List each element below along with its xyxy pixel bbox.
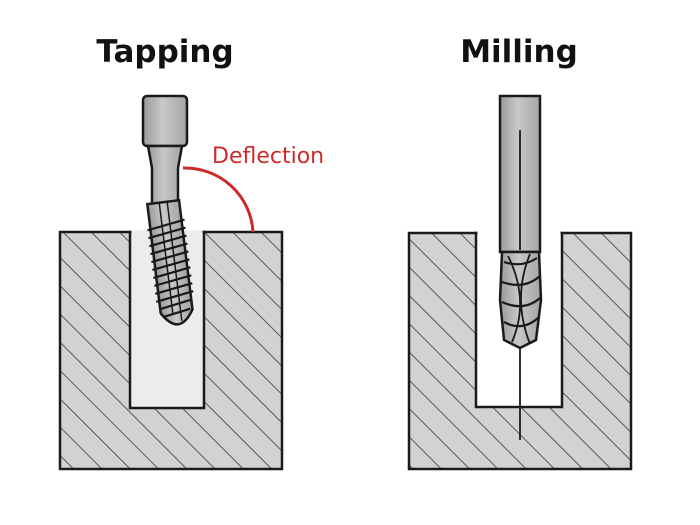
- tapping-panel: Tapping Deflection: [58, 34, 324, 471]
- tapping-title: Tapping: [96, 34, 233, 70]
- tap-tool: [141, 94, 194, 326]
- tap-neck: [146, 144, 184, 206]
- end-mill-tool: [498, 94, 543, 350]
- tap-threads: [147, 218, 194, 319]
- deflection-arc: [182, 166, 255, 233]
- milling-title: Milling: [460, 34, 578, 70]
- milling-panel: Milling: [407, 34, 633, 471]
- deflection-label: Deflection: [212, 144, 324, 169]
- tap-shank: [141, 94, 189, 148]
